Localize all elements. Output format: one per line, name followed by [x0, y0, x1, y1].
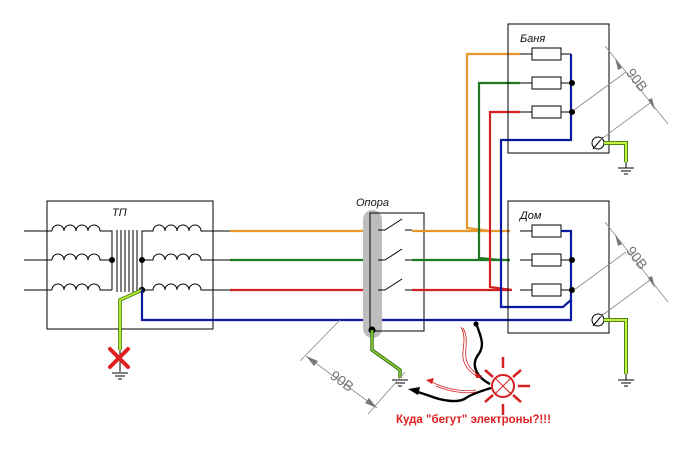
transformer-core: [116, 230, 138, 292]
switch-b: [378, 248, 412, 261]
pole-ground-wire: [370, 330, 402, 378]
house-voltage-dimension: 90В: [573, 221, 669, 318]
secondary-coil-1: [141, 224, 213, 290]
broken-ground-x-icon: [108, 347, 130, 369]
bath-label: Баня: [520, 33, 545, 45]
caption-text: Куда "бегут" электроны?!!!: [396, 414, 551, 426]
lamp-wiring: [408, 321, 492, 403]
electron-flow-arrows: [426, 326, 483, 394]
phase-a-to-bath: [465, 52, 520, 233]
ground-symbol-house: [618, 374, 634, 387]
bath-box: [507, 23, 610, 154]
house: Дом: [507, 200, 669, 387]
house-node-1: [569, 257, 575, 263]
primary-star-node: [109, 257, 115, 263]
phase-b-to-bath: [477, 81, 520, 262]
ground-symbol-pole: [392, 379, 408, 387]
bath-ground-wire-core: [604, 141, 628, 162]
primary-coil-1: [51, 224, 113, 290]
house-load-3: [520, 283, 571, 297]
substation-label: ТП: [112, 207, 127, 219]
ground-symbol-substation: [112, 372, 128, 380]
bath-voltage-dimension: 90В: [573, 45, 669, 141]
pole: Опора: [356, 197, 425, 338]
pole-voltage-dimension: 90В: [299, 319, 406, 415]
primary-coil-2: [51, 253, 112, 261]
bath: Баня: [507, 23, 669, 175]
house-node-2: [569, 287, 575, 293]
house-voltage-label: 90В: [623, 243, 651, 272]
bath-node-1: [569, 80, 575, 86]
house-load-2: [520, 253, 571, 267]
neutral-to-bath: [499, 54, 573, 309]
switch-c: [378, 278, 412, 291]
primary-coil-3: [51, 283, 112, 291]
bath-load-1: [520, 47, 571, 61]
house-ground-wire-core: [604, 318, 628, 374]
house-box: [507, 200, 610, 334]
house-neutral-bus: [520, 229, 573, 309]
house-label: Дом: [518, 210, 542, 222]
secondary-coil-2: [142, 253, 213, 261]
lamp-icon: [484, 357, 530, 415]
ground-symbol-bath: [618, 162, 634, 175]
substation-box: [46, 200, 214, 330]
pole-label: Опора: [356, 197, 389, 209]
bath-load-3: [520, 105, 571, 119]
secondary-node-2: [139, 257, 145, 263]
pole-shape: [363, 210, 382, 338]
neutral-line: [140, 290, 573, 322]
switch-a: [378, 218, 412, 231]
pole-box: [369, 212, 425, 332]
bath-voltage-label: 90В: [623, 65, 651, 94]
bath-node-2: [569, 109, 575, 115]
house-ground-wire: [604, 318, 628, 374]
secondary-coil-3: [142, 283, 213, 291]
substation: ТП: [24, 200, 214, 330]
bath-load-2: [520, 76, 571, 90]
